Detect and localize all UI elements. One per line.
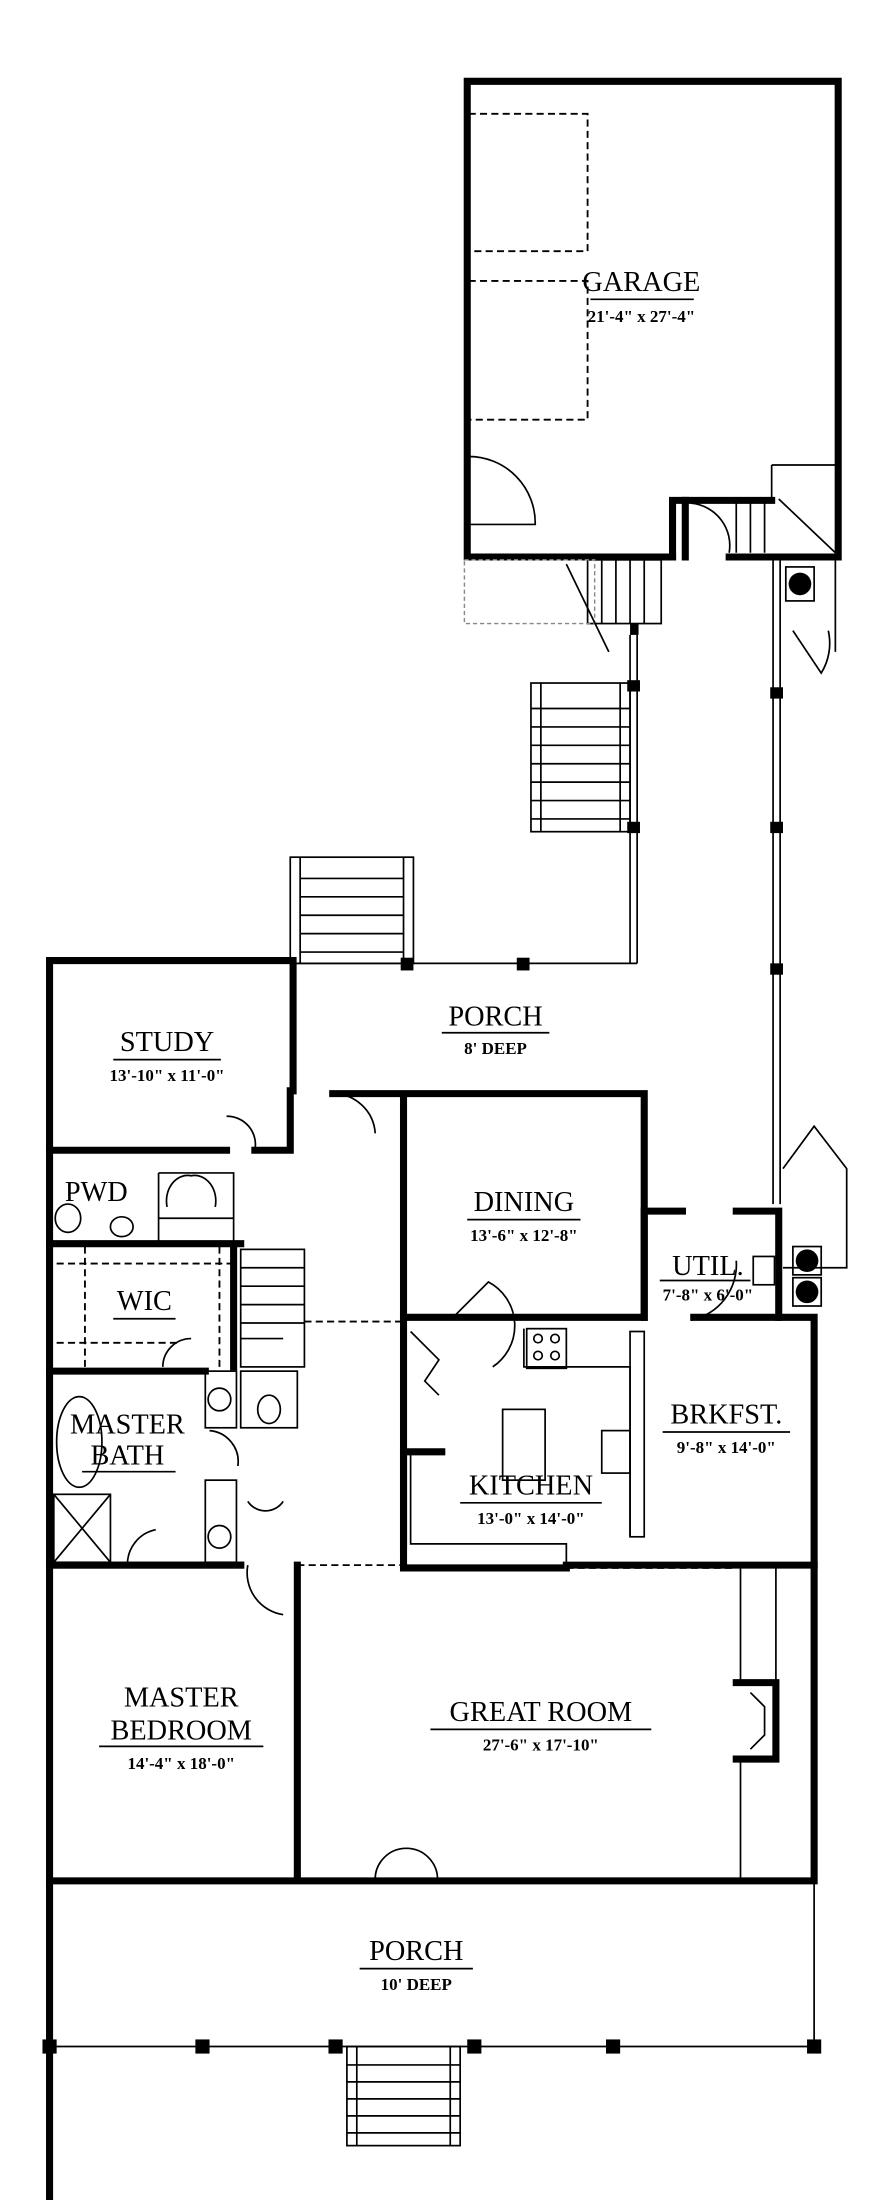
house-walls xyxy=(46,956,818,2200)
room-name: WIC xyxy=(117,1286,172,1317)
garage-stairs xyxy=(463,558,663,653)
util-label: UTIL. 7'-8" x 6'-0" xyxy=(659,1251,754,1304)
rear-porch-stairs xyxy=(289,856,415,965)
brkfst-label: BRKFST. 9'-8" x 14'-0" xyxy=(662,1400,791,1457)
room-dims: 13'-6" x 12'-8" xyxy=(470,1226,578,1245)
front-porch xyxy=(42,1880,822,2147)
room-dims: 8' DEEP xyxy=(464,1039,527,1058)
room-name: PWD xyxy=(65,1177,128,1208)
room-name: STUDY xyxy=(120,1027,214,1058)
room-dims: 9'-8" x 14'-0" xyxy=(677,1438,776,1457)
fireplace xyxy=(732,1567,780,1881)
upper-stairs xyxy=(530,634,640,964)
wic-label: WIC xyxy=(113,1286,176,1320)
study-label: STUDY 13'-10" x 11'-0" xyxy=(110,1027,225,1085)
room-name: MASTER xyxy=(70,1409,185,1440)
room-name: GREAT ROOM xyxy=(450,1697,633,1728)
util-appliances xyxy=(752,1245,823,1307)
great-room-label: GREAT ROOM 27'-6" x 17'-10" xyxy=(430,1697,652,1755)
pwd-label: PWD xyxy=(65,1177,128,1208)
dining-label: DINING 13'-6" x 12'-8" xyxy=(467,1187,581,1245)
rear-porch: PORCH 8' DEEP xyxy=(290,957,638,1058)
room-name: UTIL. xyxy=(672,1251,744,1282)
room-name: KITCHEN xyxy=(469,1470,593,1501)
side-deck xyxy=(770,557,848,1269)
front-porch-label: PORCH 10' DEEP xyxy=(359,1936,473,1994)
room-name: GARAGE xyxy=(582,267,700,298)
kitchen-label: KITCHEN 13'-0" x 14'-0" xyxy=(460,1470,602,1528)
bath-area xyxy=(52,1172,306,1616)
room-name: BATH xyxy=(90,1441,164,1472)
garage-label: GARAGE 21'-4" x 27'-4" xyxy=(582,267,700,326)
room-dims: 27'-6" x 17'-10" xyxy=(483,1736,599,1755)
room-dims: 7'-8" x 6'-0" xyxy=(663,1285,754,1304)
room-dims: 13'-10" x 11'-0" xyxy=(110,1066,225,1085)
room-dims: 21'-4" x 27'-4" xyxy=(588,307,696,326)
master-bedroom-label: MASTER BEDROOM 14'-4" x 18'-0" xyxy=(99,1683,264,1773)
room-name: BRKFST. xyxy=(670,1400,782,1431)
room-name: PORCH xyxy=(448,1002,542,1033)
room-dims: 14'-4" x 18'-0" xyxy=(127,1754,235,1773)
room-name: BEDROOM xyxy=(110,1715,252,1746)
room-dims: 13'-0" x 14'-0" xyxy=(477,1509,585,1528)
room-dims: 10' DEEP xyxy=(381,1975,452,1994)
garage xyxy=(463,77,842,561)
master-bath-label: MASTER BATH xyxy=(70,1409,185,1473)
room-name: DINING xyxy=(474,1187,575,1218)
room-name: MASTER xyxy=(124,1683,239,1714)
kitchen-fittings xyxy=(409,1327,646,1566)
room-name: PORCH xyxy=(369,1936,463,1967)
